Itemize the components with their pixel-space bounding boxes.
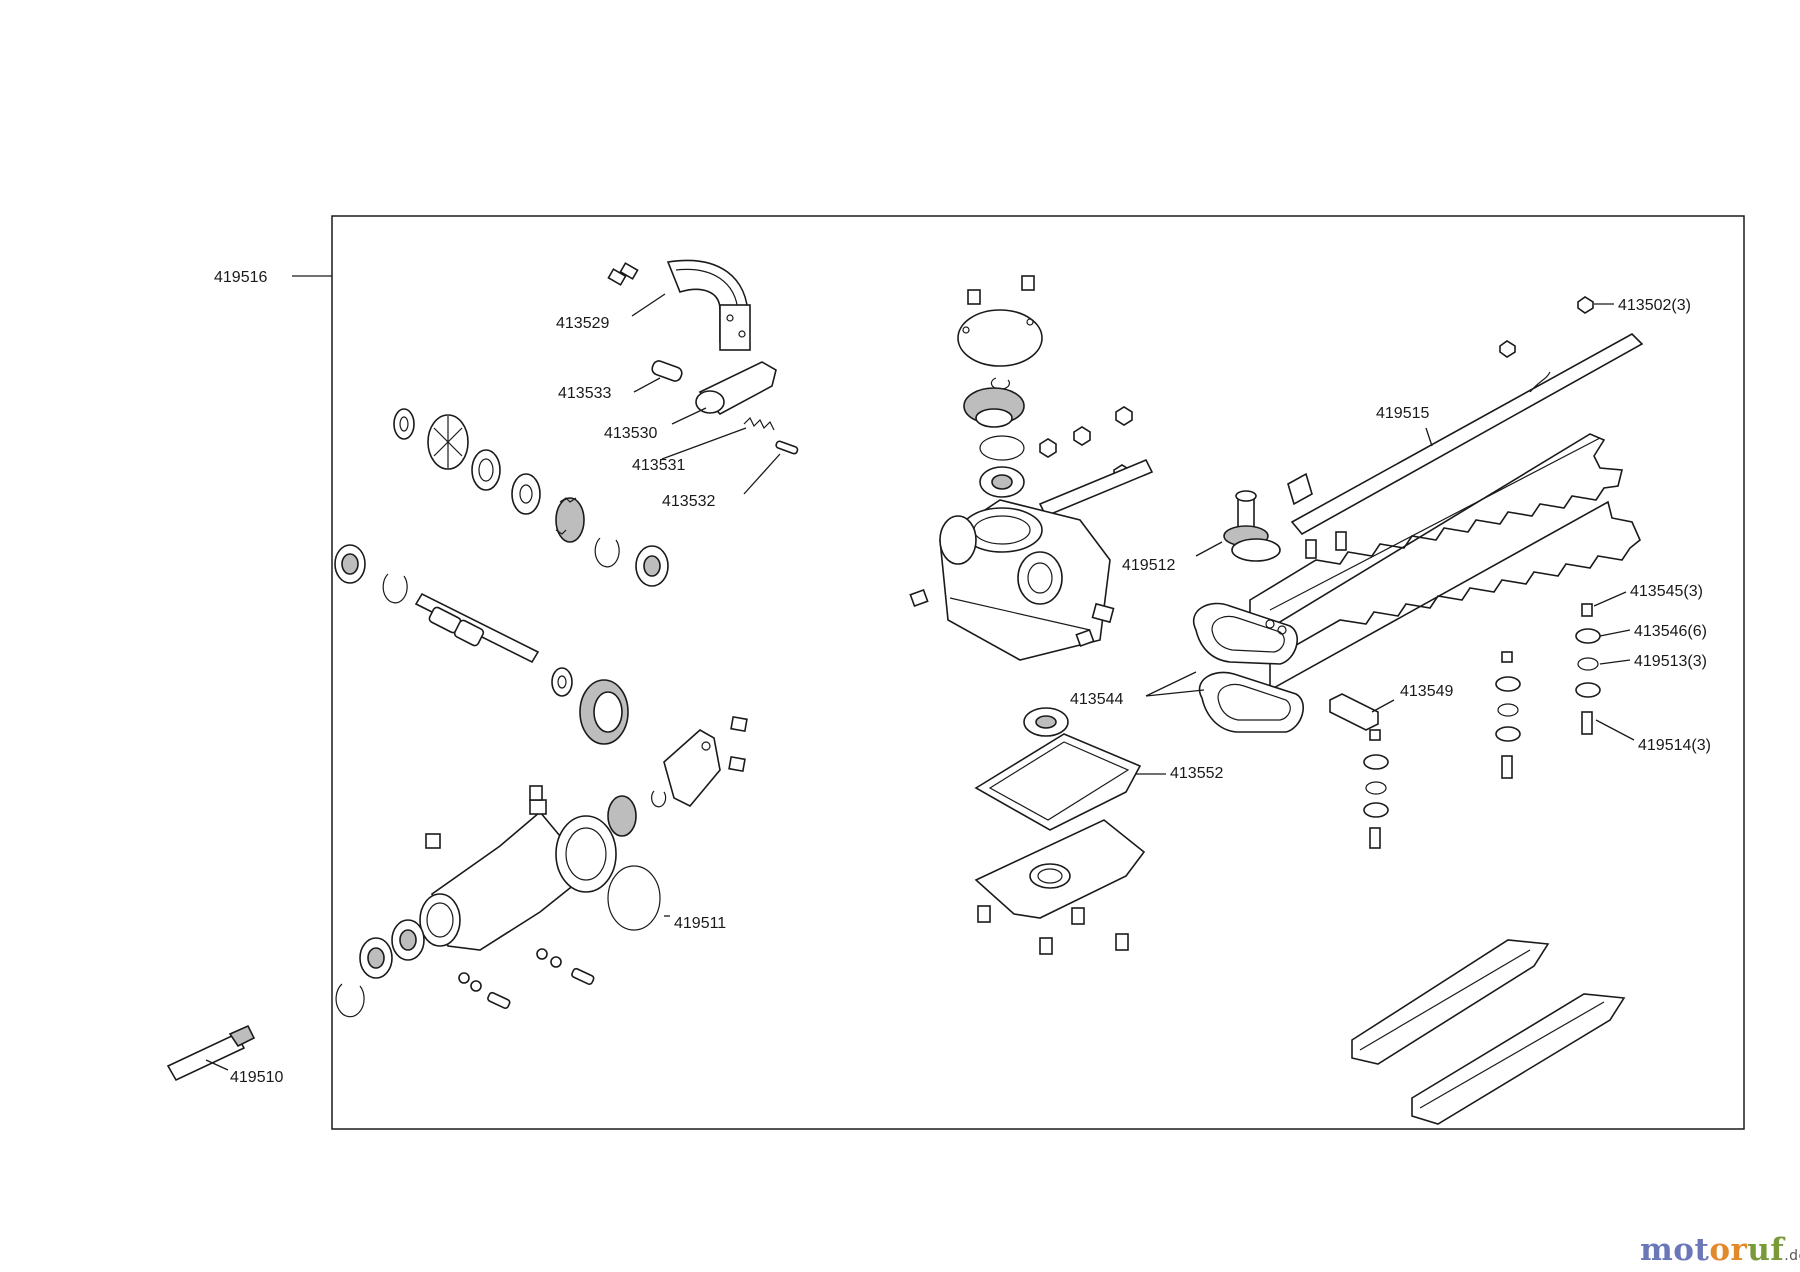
screws-bottom	[977, 905, 1129, 955]
screw	[1021, 275, 1035, 291]
blade-handle-lower	[1198, 671, 1305, 733]
pinion	[511, 473, 541, 515]
label-419511: 419511	[674, 915, 726, 932]
circlip	[651, 790, 667, 808]
upper-blade	[1249, 433, 1624, 642]
lever	[695, 361, 777, 416]
bevel-gear-large	[963, 387, 1025, 428]
bolt	[1305, 539, 1317, 559]
label-419514: 419514(3)	[1638, 737, 1711, 754]
label-419516: 419516	[214, 269, 267, 286]
hook-bracket	[666, 259, 751, 351]
washer	[393, 408, 415, 440]
label-413544: 413544	[1070, 691, 1123, 708]
circlip	[382, 573, 408, 604]
input-shaft-419510	[166, 1024, 256, 1082]
pinion	[607, 795, 637, 837]
circlip	[594, 537, 620, 568]
lower-blade	[1269, 500, 1641, 692]
label-413531: 413531	[632, 457, 685, 474]
washer-stack-left	[1363, 729, 1389, 849]
label-413545: 413545(3)	[1630, 583, 1703, 600]
gear-housing	[419, 799, 617, 951]
large-gear	[579, 679, 629, 745]
drive-shaft	[414, 592, 540, 664]
nut	[1499, 340, 1516, 358]
washer	[471, 449, 501, 491]
nut	[1577, 296, 1594, 314]
brand-tld: .de	[1784, 1248, 1800, 1264]
bevel-gear-small	[555, 497, 585, 543]
label-419515: 419515	[1376, 405, 1429, 422]
brand-part3: uf	[1747, 1232, 1785, 1268]
brand-part1: mot	[1640, 1232, 1710, 1268]
clutch-disc	[427, 414, 469, 470]
label-413552: 413552	[1170, 765, 1223, 782]
bearing	[635, 545, 669, 587]
grease-nipple	[909, 588, 929, 608]
label-413529: 413529	[556, 315, 609, 332]
small-pin	[775, 440, 799, 455]
bearing	[1023, 707, 1069, 737]
screw	[730, 715, 748, 733]
blade-guard-upper	[1351, 939, 1550, 1065]
blade-guide-bar	[1290, 333, 1644, 536]
brand-logo: motoruf.de	[1640, 1232, 1800, 1268]
label-413530: 413530	[604, 425, 657, 442]
clip-413549	[1329, 693, 1379, 731]
grease-nipple	[1075, 628, 1095, 648]
circlip	[979, 435, 1025, 461]
screw	[728, 755, 746, 773]
washer	[551, 667, 573, 697]
label-419512: 419512	[1122, 557, 1175, 574]
bearing	[391, 919, 425, 961]
gear-cover	[663, 729, 721, 807]
top-cover	[957, 309, 1043, 367]
screw	[1091, 602, 1115, 624]
connecting-plate	[1038, 458, 1154, 518]
label-413502: 413502(3)	[1618, 297, 1691, 314]
o-ring	[607, 865, 661, 931]
pin-413533	[651, 360, 683, 382]
eccentric-shaft	[1223, 490, 1281, 562]
label-413532: 413532	[662, 493, 715, 510]
grease-nipple	[529, 785, 543, 801]
label-413549: 413549	[1400, 683, 1453, 700]
diagram-frame	[331, 215, 1745, 1130]
bolt-pair	[607, 262, 639, 286]
label-419510: 419510	[230, 1069, 283, 1086]
spring	[743, 416, 775, 431]
bearing	[334, 544, 366, 584]
gasket	[974, 733, 1142, 831]
brand-part2: or	[1709, 1232, 1748, 1268]
label-419513: 419513(3)	[1634, 653, 1707, 670]
main-housing	[939, 499, 1111, 661]
bearing	[979, 466, 1025, 498]
blade-guard-lower	[1411, 993, 1626, 1125]
small-screws	[458, 948, 595, 1009]
blade-handle-upper	[1193, 602, 1299, 665]
label-413533: 413533	[558, 385, 611, 402]
washer-stack-mid	[1495, 651, 1521, 779]
base-plate	[974, 819, 1146, 919]
label-413546: 413546(6)	[1634, 623, 1707, 640]
bearing	[359, 937, 393, 979]
circlip	[335, 983, 365, 1018]
washer-stack-right	[1575, 603, 1601, 735]
screw	[967, 289, 981, 305]
bolt	[1335, 531, 1347, 551]
screw	[425, 833, 441, 849]
bracket-small	[1287, 472, 1313, 506]
